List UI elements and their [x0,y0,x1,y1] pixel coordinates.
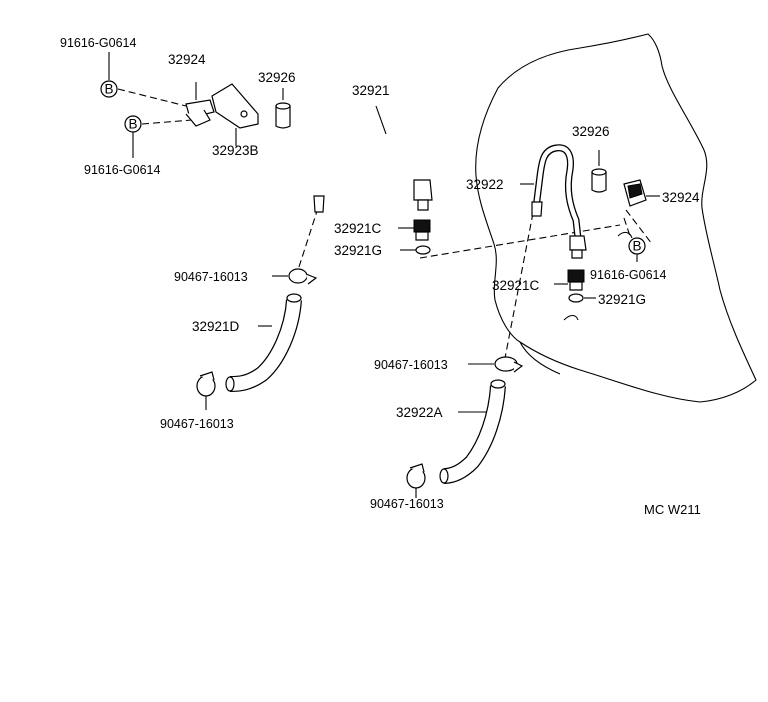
label-connector-left: 32921C [334,221,382,236]
label-bolt-mid-left: 91616-G0614 [84,163,161,177]
label-clamp-right-bottom: 90467-16013 [370,497,444,511]
bracket-assembly-left [185,82,259,146]
label-gasket-left: 32921G [334,243,382,258]
label-hose-left: 32921D [192,319,240,334]
clamp-mid [494,356,524,373]
label-pipe-right: 32922 [466,177,504,192]
bolt-symbol-text: B [128,117,137,132]
cap-left [275,88,291,129]
dashed-leaders [117,88,653,359]
bracket-right [617,179,660,239]
clamp-left-top [288,268,318,285]
label-bolt-top-left: 91616-G0614 [60,36,137,50]
part-labels: 91616-G0614 32924 32926 32921 32923B 916… [60,36,701,517]
bolt-symbol-text: B [632,239,641,254]
drawing-code: MC W211 [644,502,701,517]
hose-right [439,379,506,484]
bolt-symbol-top-left: B [100,52,118,98]
label-connector-right: 32921C [492,278,540,293]
label-leaders [258,183,568,413]
pipe-right [531,144,587,259]
bolt-symbol-right: B [628,237,646,262]
bolt-symbol-text: B [104,82,113,97]
clamp-right-bottom [406,463,426,498]
pipe-left [307,92,433,213]
cap-right [591,150,607,193]
label-bracket-plate: 32923B [212,143,259,158]
label-clamp-left-bottom: 90467-16013 [160,417,234,431]
label-bolt-right: 91616-G0614 [590,268,667,282]
hose-left [225,293,302,392]
label-cap-left: 32926 [258,70,296,85]
connector-gasket-right [563,269,596,321]
clamp-left-bottom [196,371,216,410]
label-clamp-mid: 90467-16013 [374,358,448,372]
label-gasket-right: 32921G [598,292,646,307]
label-cap-right: 32926 [572,124,610,139]
label-clamp-left-top: 90467-16013 [174,270,248,284]
label-bracket-left: 32924 [168,52,206,67]
label-pipe-left: 32921 [352,83,390,98]
label-bracket-right: 32924 [662,190,700,205]
label-hose-right: 32922A [396,405,443,420]
bolt-symbol-mid-left: B [124,115,142,158]
transmission-case-outline [475,33,757,403]
connector-gasket-left [413,219,431,255]
